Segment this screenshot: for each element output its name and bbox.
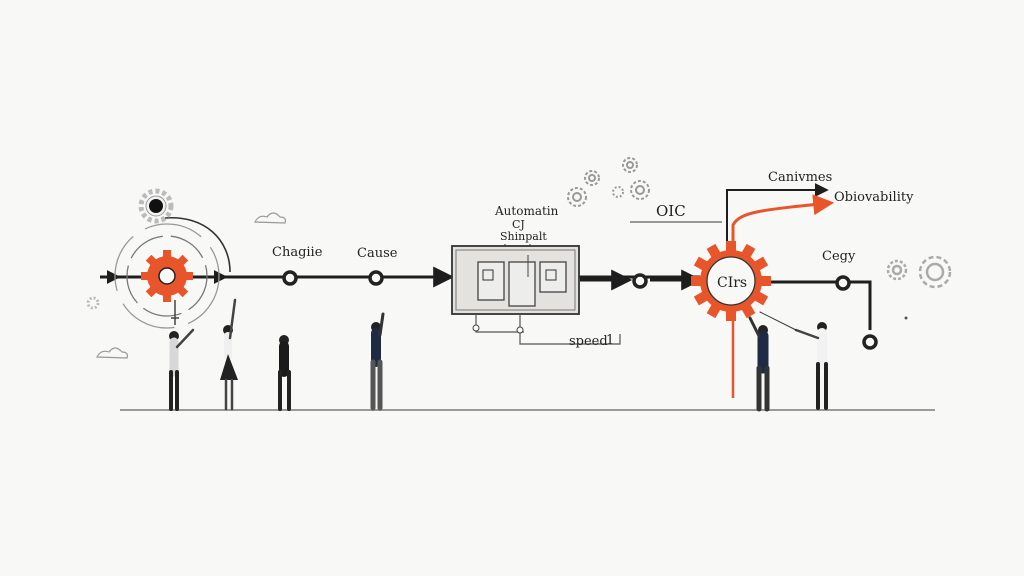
canvas-label: Canivmes bbox=[768, 170, 832, 185]
observability-label: Obiovability bbox=[834, 190, 914, 205]
big-orange-gear-icon bbox=[691, 241, 771, 321]
person-figure bbox=[759, 311, 828, 410]
observability-arrow bbox=[731, 194, 835, 242]
person-figure bbox=[278, 335, 291, 411]
node-circle-icon bbox=[368, 270, 384, 286]
gear-cluster-icon bbox=[567, 157, 650, 207]
automation-label-line2: CJ bbox=[512, 218, 525, 231]
person-figure bbox=[220, 298, 238, 411]
cloud-icon bbox=[96, 347, 129, 359]
automation-label: Automatin bbox=[494, 204, 559, 218]
cog-label: Cegy bbox=[822, 249, 856, 264]
left-orange-gear-icon bbox=[141, 250, 193, 302]
node-circle-icon bbox=[835, 275, 851, 291]
node-circle-icon bbox=[862, 334, 878, 350]
gear-icon bbox=[886, 255, 952, 289]
orc-label: OIC bbox=[656, 202, 686, 220]
cause-label: Cause bbox=[357, 246, 398, 261]
canvas-arrow bbox=[726, 183, 829, 242]
cloud-icon bbox=[254, 212, 287, 224]
automation-box: Automatin CJ Shinpalt bbox=[451, 204, 621, 345]
speed-label: speed bbox=[569, 334, 608, 349]
gear-icon bbox=[138, 188, 174, 224]
dot-mark bbox=[904, 316, 908, 320]
left-orbit bbox=[114, 217, 231, 329]
person-figure bbox=[748, 316, 770, 412]
node-circle-icon bbox=[282, 270, 298, 286]
change-label: Chagiie bbox=[272, 245, 323, 260]
person-figure bbox=[370, 312, 385, 411]
speed-value: 1 bbox=[606, 333, 614, 348]
output-line bbox=[765, 280, 872, 330]
gear-icon bbox=[86, 296, 100, 310]
gear-label: CIrs bbox=[717, 275, 747, 291]
tool-icon bbox=[171, 300, 179, 325]
automation-label-line3: Shinpalt bbox=[500, 230, 547, 243]
person-figure bbox=[169, 328, 195, 411]
node-circle-icon bbox=[632, 273, 648, 289]
